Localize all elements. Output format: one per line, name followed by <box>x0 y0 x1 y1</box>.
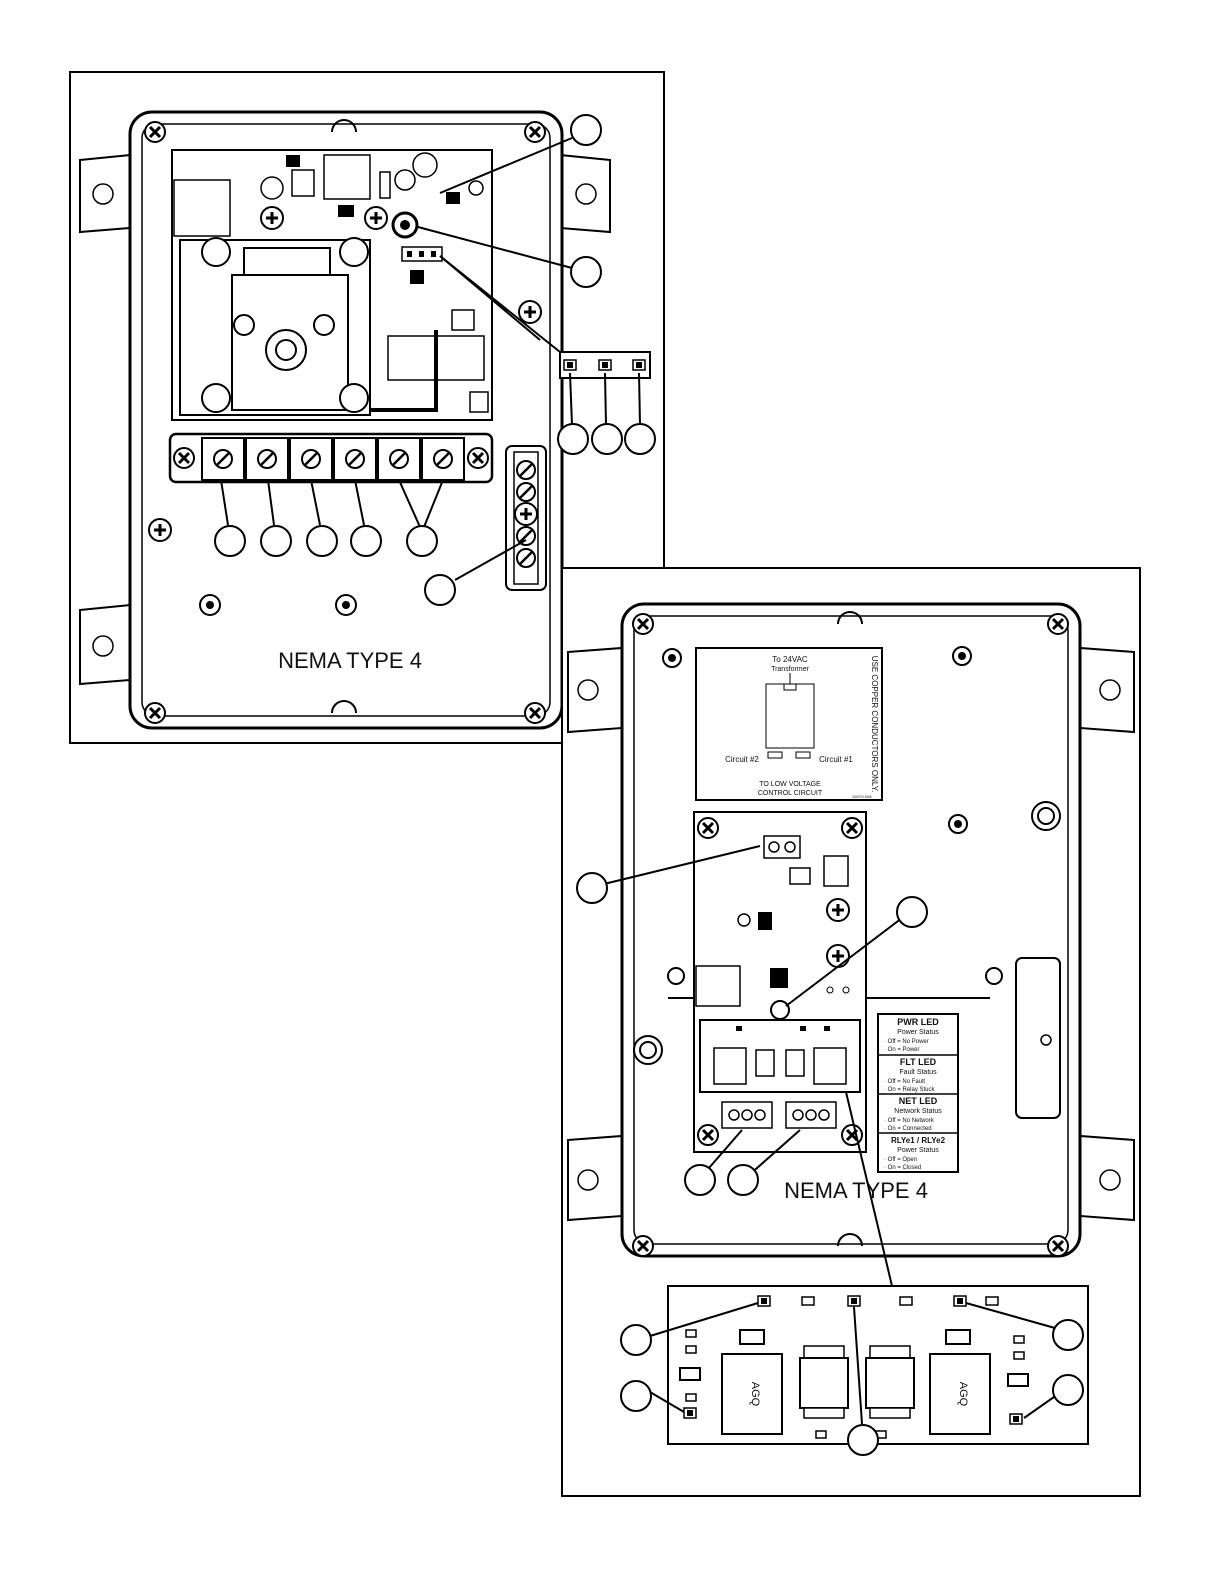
svg-text:· Off = No Fault: · Off = No Fault <box>884 1079 925 1085</box>
svg-text:· Off = No Network: · Off = No Network <box>884 1118 935 1124</box>
callout-circle <box>624 423 656 455</box>
panel-1-enclosure: NEMA TYPE 4 <box>69 71 665 744</box>
callout-circle <box>260 525 292 557</box>
callout-circle <box>684 1164 716 1196</box>
callout-circle <box>214 525 246 557</box>
panel-2-callouts <box>576 872 1084 1456</box>
svg-text:RLYe1 / RLYe2: RLYe1 / RLYe2 <box>891 1136 946 1145</box>
svg-text:PWR LED: PWR LED <box>897 1017 939 1027</box>
svg-text:Power Status: Power Status <box>897 1147 939 1154</box>
svg-text:FLT LED: FLT LED <box>900 1057 937 1067</box>
svg-text:· Off = No Power: · Off = No Power <box>884 1039 929 1045</box>
callout-circle <box>557 423 589 455</box>
svg-text:USE COPPER CONDUCTORS ONLY.: USE COPPER CONDUCTORS ONLY. <box>870 656 879 792</box>
svg-text:· Off = Open: · Off = Open <box>884 1157 917 1163</box>
callout-circle <box>591 423 623 455</box>
panel-1-callouts <box>214 114 656 606</box>
panel-1-ground-bar <box>505 445 547 591</box>
svg-text:NET LED: NET LED <box>899 1096 938 1106</box>
controller-board <box>693 811 867 1153</box>
callout-circle <box>1052 1374 1084 1406</box>
svg-text:· On = Relay Stuck: · On = Relay Stuck <box>884 1087 936 1093</box>
svg-text:Fault Status: Fault Status <box>899 1069 937 1076</box>
svg-text:TO LOW VOLTAGE: TO LOW VOLTAGE <box>759 781 821 788</box>
callout-circle <box>570 256 602 288</box>
callout-circle <box>350 525 382 557</box>
led-legend: PWR LED Power Status · Off = No Power · … <box>877 1013 959 1173</box>
callout-circle <box>896 896 928 928</box>
svg-text:· On = Power: · On = Power <box>884 1047 920 1053</box>
panel-1-terminal-block <box>168 432 494 484</box>
svg-text:CONTROL CIRCUIT: CONTROL CIRCUIT <box>758 790 823 797</box>
svg-text:· On = Closed: · On = Closed <box>884 1165 921 1171</box>
panel-1-leader-lines <box>220 137 641 581</box>
svg-text:To 24VAC: To 24VAC <box>772 655 808 664</box>
svg-text:Circuit #2: Circuit #2 <box>725 755 759 764</box>
callout-circle <box>306 525 338 557</box>
panel-2-enclosure: To 24VAC Transformer Circuit #2 Circuit … <box>561 567 1141 1497</box>
callout-circle <box>727 1164 759 1196</box>
panel-1-relay-assembly <box>179 237 438 416</box>
svg-text:50070-006: 50070-006 <box>852 794 872 799</box>
callout-circle <box>1052 1319 1084 1351</box>
svg-text:Transformer: Transformer <box>771 666 810 673</box>
relay-2-label: AGQ <box>957 1382 969 1407</box>
callout-circle <box>847 1424 879 1456</box>
callout-circle <box>620 1380 652 1412</box>
callout-circle <box>406 525 438 557</box>
relay-board-detail: AGQ AGQ <box>667 1285 1089 1445</box>
relay-1-label: AGQ <box>749 1382 761 1407</box>
svg-text:Power Status: Power Status <box>897 1029 939 1036</box>
callout-circle <box>576 872 608 904</box>
callout-circle <box>424 574 456 606</box>
wiring-label: To 24VAC Transformer Circuit #2 Circuit … <box>695 647 883 801</box>
panel-1-nema-label: NEMA TYPE 4 <box>278 648 422 673</box>
panel-2-nema-label: NEMA TYPE 4 <box>784 1178 928 1203</box>
svg-text:Network Status: Network Status <box>894 1108 942 1115</box>
svg-text:· On = Connected: · On = Connected <box>884 1126 932 1132</box>
callout-circle <box>620 1324 652 1356</box>
svg-text:Circuit #1: Circuit #1 <box>819 755 853 764</box>
callout-circle <box>570 114 602 146</box>
